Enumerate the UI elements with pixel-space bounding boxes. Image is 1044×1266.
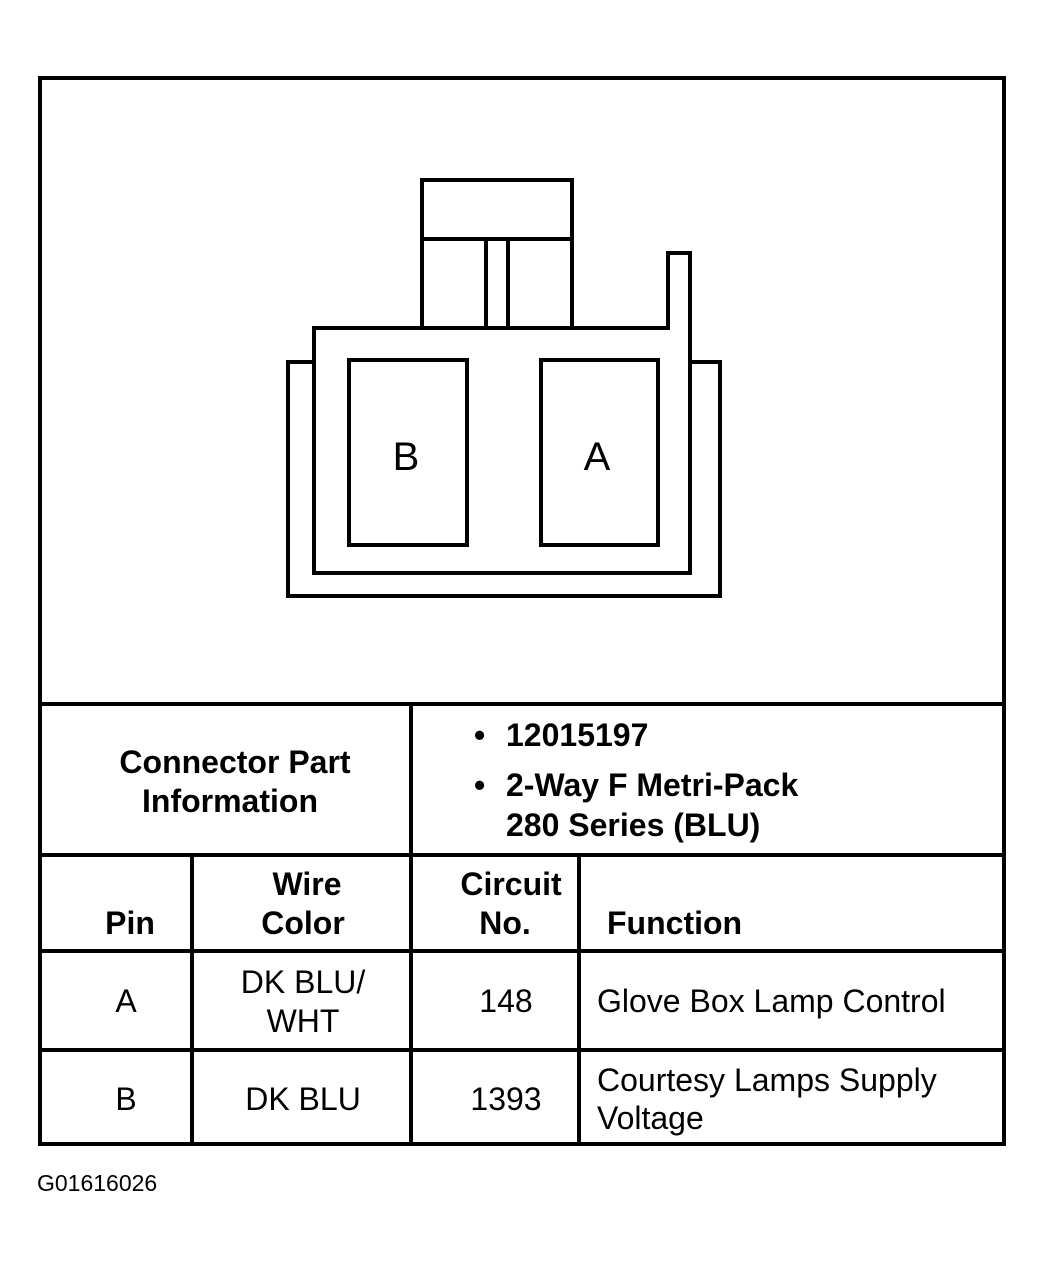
bullet-connector-type: • (474, 767, 485, 803)
row-b-function-line2: Voltage (597, 1100, 704, 1136)
header-circuit-line2: No. (479, 905, 531, 941)
connector-illustration (286, 178, 722, 598)
pin-cavity-b (347, 358, 469, 547)
row-a-function: Glove Box Lamp Control (597, 983, 946, 1019)
row-a-pin: A (115, 983, 137, 1019)
row-b-pin: B (115, 1081, 136, 1117)
row-a-wire-line1: DK BLU/ (241, 964, 366, 1000)
connector-housing-outer (286, 360, 722, 598)
row-a-wire-line2: WHT (267, 1003, 340, 1039)
table-grid (40, 702, 1004, 1144)
header-circuit-line1: Circuit (460, 866, 562, 902)
row-b-circuit: 1393 (470, 1081, 541, 1117)
row-a-circuit: 148 (479, 983, 532, 1019)
connector-housing-inner (312, 251, 692, 575)
pin-b-label: B (393, 435, 420, 479)
header-pin: Pin (105, 905, 155, 941)
part-info-heading-line1: Connector Part (119, 744, 350, 780)
row-b-wire: DK BLU (245, 1081, 361, 1117)
header-function: Function (607, 905, 742, 941)
pin-a-label: A (584, 435, 611, 479)
bullet-part-number: • (474, 717, 485, 753)
part-number: 12015197 (506, 717, 648, 753)
header-wire-color-line1: Wire (272, 866, 341, 902)
row-b-function-line1: Courtesy Lamps Supply (597, 1062, 937, 1098)
part-info-heading-line2: Information (142, 783, 318, 819)
connector-type-line2: 280 Series (BLU) (506, 807, 760, 843)
header-wire-color-line2: Color (261, 905, 345, 941)
pin-cavity-a (539, 358, 660, 547)
figure-id: G01616026 (37, 1170, 157, 1196)
connector-type-line1: 2-Way F Metri-Pack (506, 767, 798, 803)
outer-frame (38, 76, 1006, 1146)
connector-latch (420, 178, 574, 330)
